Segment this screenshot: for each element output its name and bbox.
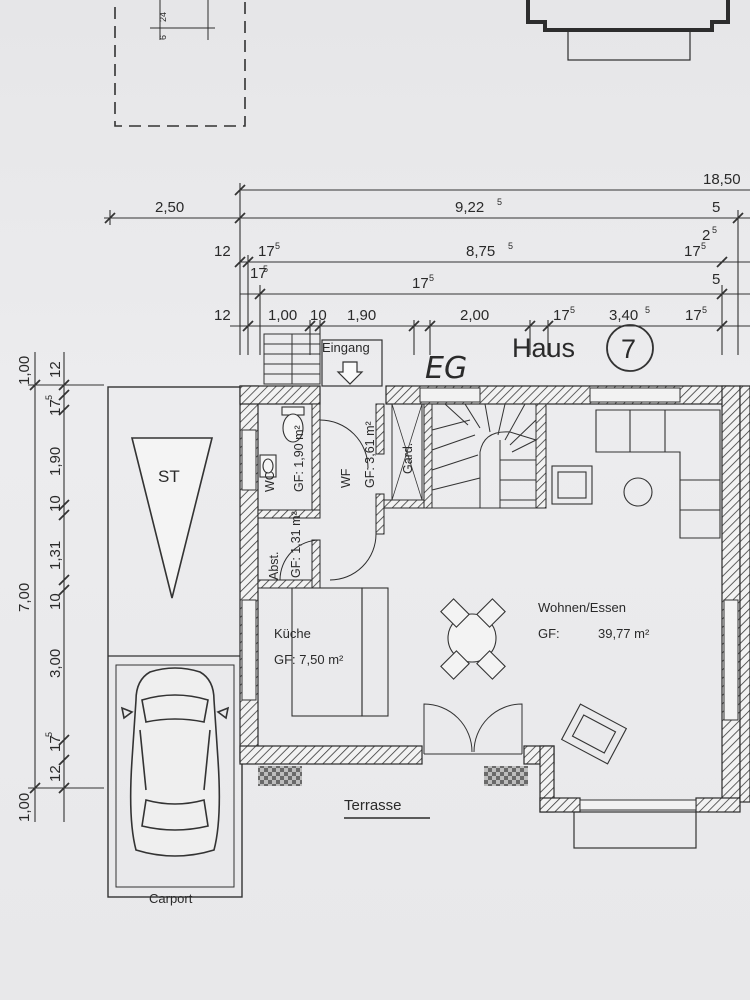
bay-window (573, 811, 697, 849)
dim-r3-17-sup: 5 (275, 241, 280, 251)
dim-r3-12: 12 (214, 243, 231, 260)
dimension-texts-top: 18,50 2,50 9,22 5 5 12 17 5 8,75 5 17 5 … (155, 171, 741, 324)
terrace-doors (423, 703, 523, 755)
car-icon (120, 667, 230, 857)
neighbour-plan-fragment: 24 6 (114, 0, 730, 127)
dim-r5-17: 17 (553, 307, 570, 324)
room-wohnen-area-label: GF: (538, 626, 560, 641)
room-wc-area: GF: 1,90 m² (292, 425, 306, 492)
dim-left-1-00-bottom: 1,00 (16, 793, 33, 822)
kitchen-counter (291, 587, 389, 717)
room-wc-label: WC (263, 471, 277, 492)
dim-left-12-top: 12 (47, 361, 64, 378)
dim-right-5: 5 (712, 199, 720, 216)
level-handwritten-label: EG (425, 351, 467, 386)
dimension-chains-left (28, 352, 104, 822)
paving-plates (258, 766, 528, 786)
dim-house-width-sup: 5 (497, 197, 502, 207)
dim-left-17-top-sup: 5 (44, 395, 54, 400)
room-kueche-label: Küche (274, 626, 311, 641)
dim-r3-2-sup: 5 (712, 225, 717, 235)
dim-r4-5: 5 (712, 271, 720, 288)
dim-r5-17-right: 17 (685, 307, 702, 324)
room-wohnen-area-value: 39,77 m² (598, 626, 650, 641)
dim-r4-17: 17 (250, 265, 267, 282)
dim-r5-3-40-sup: 5 (645, 305, 650, 315)
exterior-walls (239, 385, 750, 813)
house-title: Haus (512, 333, 575, 363)
house-number: 7 (621, 334, 636, 364)
entrance-arrow-icon (336, 361, 364, 385)
dim-left-10-b: 10 (47, 593, 64, 610)
dim-r5-3-40: 3,40 (609, 307, 638, 324)
dim-top-cut-a: 24 (158, 12, 168, 22)
room-gard-label: Gard. (401, 443, 415, 474)
storage-triangle (130, 437, 214, 599)
dim-r3-17-right-sup: 5 (701, 241, 706, 251)
carport-area: ST Carport (107, 386, 243, 906)
terrace-label: Terrasse (344, 797, 402, 814)
dim-left-1-31: 1,31 (47, 541, 64, 570)
dim-r5-12: 12 (214, 307, 231, 324)
dimension-chains-top (104, 183, 750, 355)
dim-total-width: 18,50 (703, 171, 741, 188)
interior-walls (257, 403, 547, 589)
room-wf-area: GF: 3,61 m² (363, 421, 377, 488)
room-wf-label: WF (339, 468, 353, 488)
dim-left-17-top: 17 (47, 399, 64, 416)
house-number-circle (606, 324, 654, 372)
carport-label: Carport (149, 891, 193, 906)
dim-r4-17-mid-sup: 5 (429, 273, 434, 283)
dim-inner-width-sup: 5 (508, 241, 513, 251)
wardrobe (391, 403, 423, 501)
dim-top-cut-b: 6 (158, 35, 168, 40)
dim-left-7-00: 7,00 (16, 583, 33, 612)
room-abst-label: Abst. (267, 552, 281, 581)
dim-inner-width: 8,75 (466, 243, 495, 260)
entrance-steps (263, 333, 383, 387)
dim-house-width: 9,22 (455, 199, 484, 216)
storage-label: ST (158, 467, 180, 486)
dim-r5-17-right-sup: 5 (702, 305, 707, 315)
dim-r4-17-sup: 5 (263, 264, 268, 274)
dim-r5-17-sup: 5 (570, 305, 575, 315)
room-kueche-area: GF: 7,50 m² (274, 652, 344, 667)
dim-left-3-00: 3,00 (47, 649, 64, 678)
staircase (431, 403, 537, 509)
room-wohnen-label: Wohnen/Essen (538, 600, 626, 615)
dim-r5-1-90: 1,90 (347, 307, 376, 324)
dim-r5-2-00: 2,00 (460, 307, 489, 324)
living-furniture (551, 409, 721, 765)
dining-table (440, 598, 506, 680)
dim-left-12-bottom: 12 (47, 765, 64, 782)
dim-r3-2: 2 (702, 227, 710, 244)
dim-left-17-bottom-sup: 5 (44, 732, 54, 737)
dim-left-17-bottom: 17 (47, 735, 64, 752)
dim-r3-17: 17 (258, 243, 275, 260)
dimension-texts-left: 1,00 7,00 1,00 12 17 5 1,90 10 1,31 10 3… (16, 356, 64, 822)
dim-r5-10: 10 (310, 307, 327, 324)
room-abst-area: GF: 1,31 m² (289, 511, 303, 578)
dim-left-10-a: 10 (47, 495, 64, 512)
dim-r4-17-mid: 17 (412, 275, 429, 292)
dim-left-1-00-top: 1,00 (16, 356, 33, 385)
dim-left-1-90: 1,90 (47, 447, 64, 476)
wc-fixtures (259, 406, 305, 478)
entrance-label: Eingang (322, 340, 370, 355)
dim-r5-1-00: 1,00 (268, 307, 297, 324)
dim-carport-width: 2,50 (155, 199, 184, 216)
dim-r3-17-right: 17 (684, 243, 701, 260)
